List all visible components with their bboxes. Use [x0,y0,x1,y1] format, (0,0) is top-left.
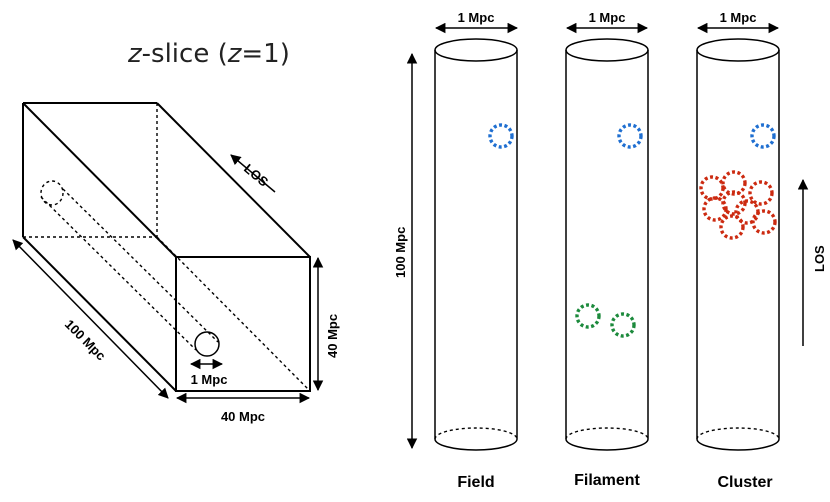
slice-box [22,102,311,392]
filament-galaxy [575,303,601,329]
cluster-galaxy [702,196,728,222]
field-galaxy [488,123,514,149]
cylinder-los-label: LOS [812,245,827,272]
cluster-cylinder: 1 Mpc Cluster [696,10,780,491]
field-label: Field [457,474,494,491]
filament-label: Filament [574,472,640,489]
height-label: 40 Mpc [325,314,340,358]
slice-front-face [175,256,311,392]
slice-panel: z-slice (z=1) LOS 100 Mpc [12,39,340,424]
cluster-galaxy [699,175,725,201]
cluster-galaxies [699,170,777,240]
filament-field-galaxy [617,123,643,149]
cluster-galaxy [719,214,745,240]
cluster-width-label: 1 Mpc [720,10,757,25]
cluster-galaxy [751,209,777,235]
tube-width-label: 1 Mpc [191,372,228,387]
length-arrow [12,239,169,399]
slice-los-arrow [230,154,276,193]
cluster-label: Cluster [717,474,772,491]
cluster-galaxy [748,180,774,206]
filament-cylinder: 1 Mpc Filament [565,10,649,489]
field-width-label: 1 Mpc [458,10,495,25]
width-label: 40 Mpc [221,409,265,424]
slice-title: z-slice (z=1) [127,39,290,69]
filament-width-label: 1 Mpc [589,10,626,25]
cylinders-panel: 100 Mpc 1 Mpc Field 1 Mpc Filament [393,10,827,491]
cylinder-height-label: 100 Mpc [393,227,408,278]
tube-end-circle [194,331,220,357]
length-label: 100 Mpc [62,317,109,364]
filament-galaxy [610,312,636,338]
cluster-field-galaxy [750,123,776,149]
field-cylinder: 1 Mpc Field [434,10,519,491]
cluster-galaxy [721,170,747,196]
